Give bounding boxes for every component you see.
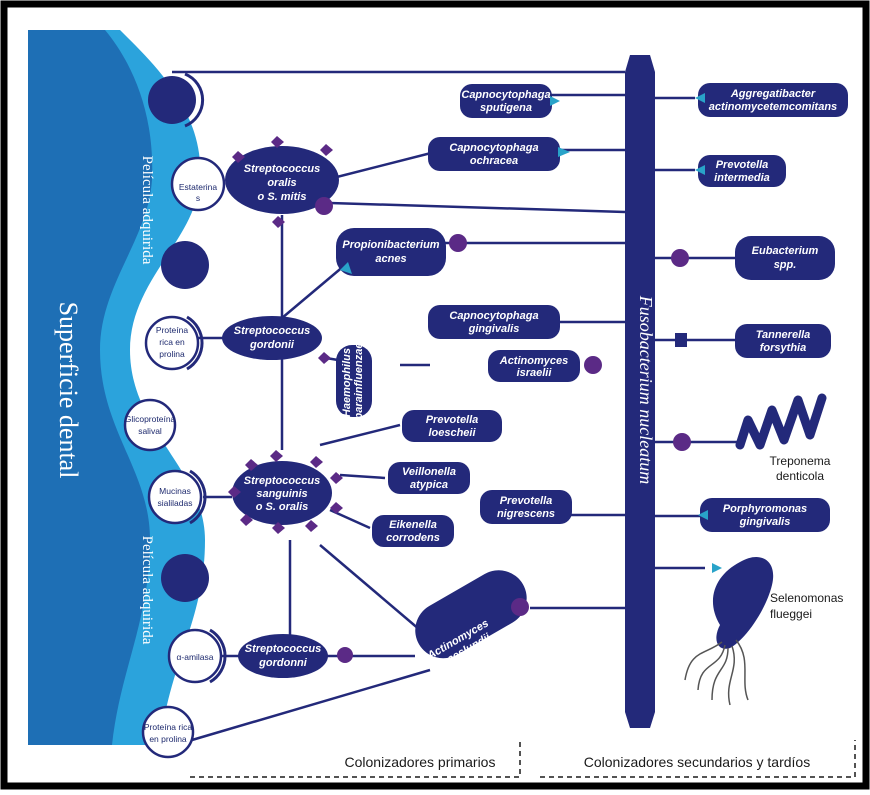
eikenella-line2: corrodens — [386, 532, 440, 544]
receptor-proteina-2-line2: en prolina — [149, 734, 187, 744]
pellicle-label-bottom: Película adquirida — [139, 536, 155, 645]
s-sanguinis-line3: o S. oralis — [256, 501, 309, 513]
tannerella-line1: Tannerella — [756, 329, 811, 341]
prevotella-intermedia-line2: intermedia — [714, 172, 770, 184]
receptor-mucinas-line2: sialiladas — [158, 498, 193, 508]
haemophilus-line1: Haemophilus — [341, 348, 353, 417]
s-gordonii-line1: Streptococcus — [234, 325, 310, 337]
capno-sputigena-line1: Capnocytophaga — [461, 89, 550, 101]
propioni-line2: acnes — [375, 253, 406, 265]
porphyromonas-line1: Porphyromonas — [723, 503, 807, 515]
receptor-empty-3 — [161, 554, 209, 602]
prevotella-nigrescens-line2: nigrescens — [497, 508, 555, 520]
prevotella-nigrescens-line1: Prevotella — [500, 495, 553, 507]
eubacterium-line2: spp. — [774, 259, 797, 271]
node-capno-gingivalis: Capnocytophaga gingivalis — [428, 305, 560, 339]
node-prevotella-intermedia: Prevotella intermedia — [695, 155, 786, 187]
s-oralis-line3: o S. mitis — [258, 191, 307, 203]
node-tannerella: Tannerella forsythia — [735, 324, 831, 358]
receptor-glicoproteina-line1: Glicoproteína — [125, 414, 176, 424]
node-haemophilus: Haemophilus parainfluenzae — [336, 342, 372, 420]
aggregatibacter-line1: Aggregatibacter — [730, 88, 816, 100]
node-eubacterium: Eubacterium spp. — [735, 236, 835, 280]
s-gordonii-line2: gordonii — [249, 339, 295, 351]
actino-israelii-line1: Actinomyces — [499, 355, 568, 367]
receptor-estaterina: Estaterina s — [172, 158, 224, 210]
haemophilus-line2: parainfluenzae — [353, 342, 365, 420]
treponema-line1: Treponema — [770, 454, 831, 468]
veillonella-line2: atypica — [410, 479, 448, 491]
prevotella-loescheii-line2: loescheii — [428, 427, 476, 439]
s-sanguinis-line2: sanguinis — [256, 488, 307, 500]
fusobacterium-label: Fusobacterium nucleatum — [636, 295, 656, 484]
veillonella-line1: Veillonella — [402, 466, 456, 478]
porphyromonas-line2: gingivalis — [739, 516, 791, 528]
legend-secondary: Colonizadores secundarios y tardíos — [584, 754, 810, 770]
pellicle-label-top: Película adquirida — [139, 156, 155, 265]
receptor-estaterina-label: Estaterina — [179, 182, 218, 192]
node-prevotella-loescheii: Prevotella loescheii — [402, 410, 502, 442]
capno-gingivalis-line2: gingivalis — [468, 323, 520, 335]
node-veillonella: Veillonella atypica — [388, 462, 470, 494]
capno-ochracea-line1: Capnocytophaga — [449, 142, 538, 154]
node-eikenella: Eikenella corrodens — [372, 515, 454, 547]
receptor-proteina-2-line1: Proteína rica — [144, 722, 192, 732]
node-porphyromonas: Porphyromonas gingivalis — [698, 498, 830, 532]
capno-sputigena-line2: sputigena — [480, 102, 532, 114]
receptor-proteina-2: Proteína rica en prolina — [143, 707, 193, 757]
receptor-proteina-1-line2: rica en — [159, 337, 185, 347]
tannerella-line2: forsythia — [760, 342, 806, 354]
eikenella-line1: Eikenella — [389, 519, 437, 531]
receptor-proteina-1-line1: Proteína — [156, 325, 188, 335]
prevotella-intermedia-line1: Prevotella — [716, 159, 769, 171]
s-gordonni-line2: gordonni — [258, 657, 308, 669]
prevotella-loescheii-line1: Prevotella — [426, 414, 479, 426]
propioni-line1: Propionibacterium — [342, 239, 439, 251]
treponema-line2: denticola — [776, 469, 824, 483]
capno-ochracea-line2: ochracea — [470, 155, 518, 167]
receptor-estaterina-extra: s — [196, 193, 200, 203]
receptor-amilasa-label: α-amilasa — [176, 652, 213, 662]
s-gordonni-line1: Streptococcus — [245, 643, 321, 655]
receptor-empty-2 — [161, 241, 209, 289]
receptor-glicoproteina: Glicoproteína salival — [125, 400, 176, 450]
aggregatibacter-line2: actinomycetemcomitans — [709, 101, 837, 113]
legend-primary: Colonizadores primarios — [345, 754, 496, 770]
node-prevotella-nigrescens: Prevotella nigrescens — [480, 490, 572, 524]
selenomonas-line2: flueggei — [770, 607, 812, 621]
selenomonas-line1: Selenomonas — [770, 591, 843, 605]
node-capno-sputigena: Capnocytophaga sputigena — [460, 84, 560, 118]
surface-title: Superficie dental — [54, 302, 83, 479]
receptor-proteina-1-line3: prolina — [159, 349, 185, 359]
s-oralis-line1: Streptococcus — [244, 163, 320, 175]
node-aggregatibacter: Aggregatibacter actinomycetemcomitans — [695, 83, 848, 117]
eubacterium-line1: Eubacterium — [752, 245, 819, 257]
capno-gingivalis-line1: Capnocytophaga — [449, 310, 538, 322]
receptor-glicoproteina-line2: salival — [138, 426, 162, 436]
receptor-mucinas-line1: Mucinas — [159, 486, 191, 496]
svg-text:Haemophilus parainfluenz: Haemophilus parainfluenzae — [341, 342, 365, 420]
node-capno-ochracea: Capnocytophaga ochracea — [428, 137, 570, 171]
s-oralis-line2: oralis — [267, 177, 296, 189]
actino-israelii-line2: israelii — [517, 367, 553, 379]
s-sanguinis-line1: Streptococcus — [244, 475, 320, 487]
